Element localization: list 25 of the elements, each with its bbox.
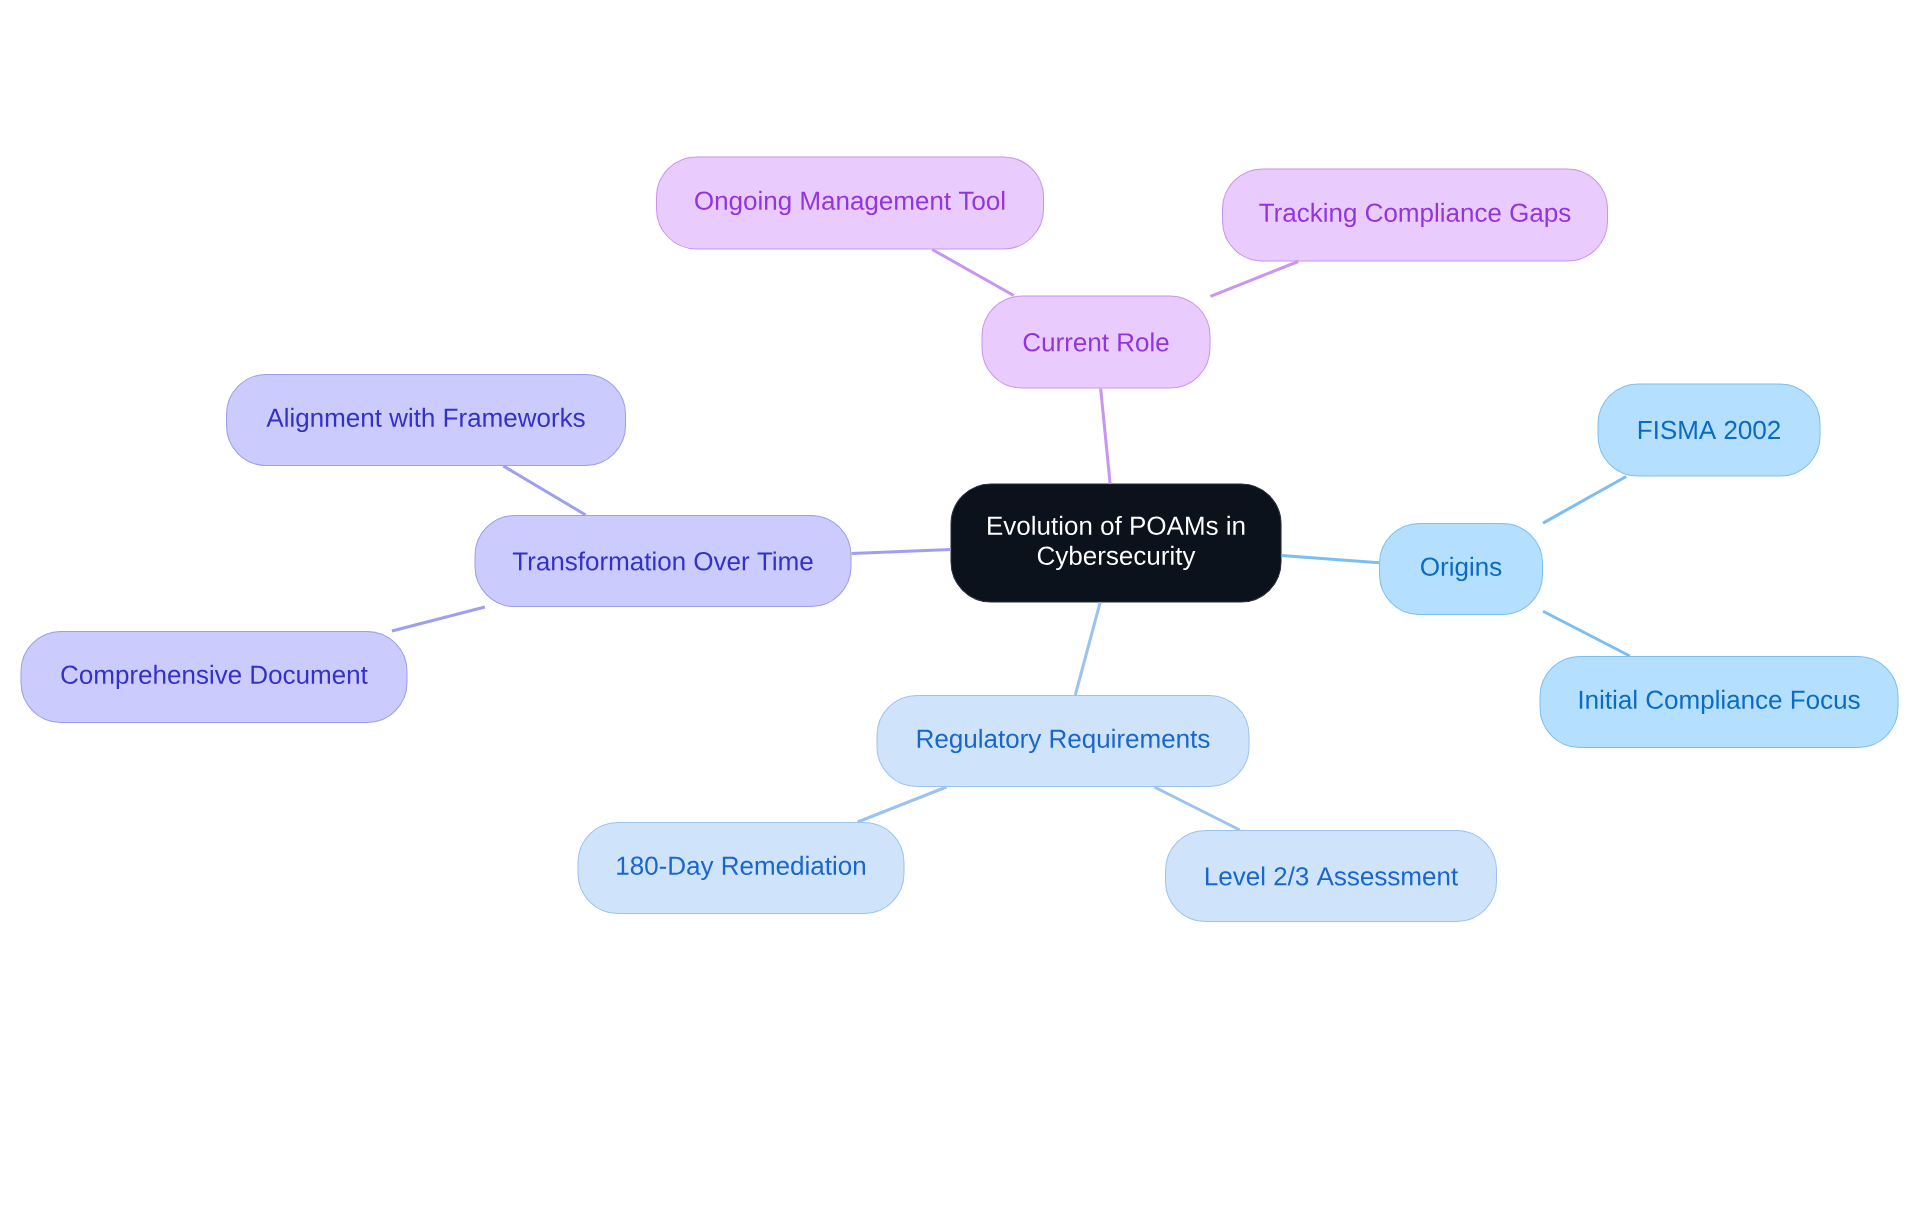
subtopic-box: Ongoing Management Tool: [656, 156, 1044, 250]
subtopic-box: Level 2/3 Assessment: [1165, 830, 1497, 922]
branch-topic-box: Current Role: [981, 295, 1211, 389]
connector-line: [1073, 602, 1102, 696]
connector-line: [851, 548, 951, 555]
connector-line: [502, 464, 587, 517]
branch-topic-box: Regulatory Requirements: [876, 695, 1250, 787]
central-topic-box: Evolution of POAMs in Cybersecurity: [950, 483, 1282, 603]
subtopic-box: FISMA 2002: [1597, 383, 1821, 477]
connector-line: [1153, 785, 1241, 832]
subtopic-box: Tracking Compliance Gaps: [1222, 168, 1609, 262]
subtopic-box: Initial Compliance Focus: [1539, 656, 1899, 748]
branch-topic-box: Origins: [1379, 523, 1543, 615]
connector-line: [391, 605, 486, 633]
connector-line: [1209, 260, 1299, 298]
connector-line: [931, 248, 1015, 297]
subtopic-box: Comprehensive Document: [20, 631, 408, 723]
connector-line: [1542, 475, 1627, 525]
branch-topic-box: Transformation Over Time: [474, 515, 852, 607]
connector-line: [1099, 388, 1112, 484]
subtopic-box: Alignment with Frameworks: [226, 374, 626, 466]
connector-line: [857, 785, 947, 824]
connector-line: [1281, 553, 1380, 565]
connector-line: [1542, 609, 1631, 658]
subtopic-box: 180-Day Remediation: [577, 822, 905, 914]
